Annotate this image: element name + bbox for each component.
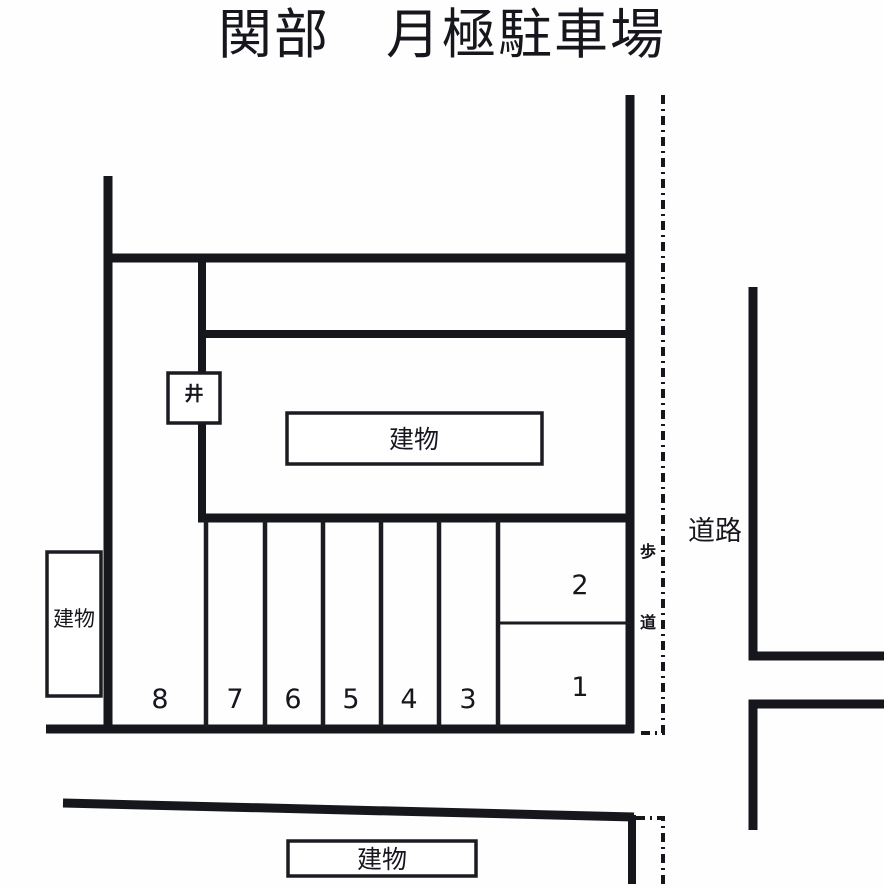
building-bottom-box — [286, 839, 478, 878]
building-center-label: 建物 — [389, 425, 439, 454]
page-title: 関部 月極駐車場 — [218, 3, 666, 66]
road-edge-upper-right — [748, 287, 884, 661]
stall-number-7: 7 — [226, 684, 243, 715]
sidewalk-label-char2: 道 — [640, 613, 656, 632]
road-edge-lower-right — [748, 699, 884, 830]
sidewalk-label-char1: 歩 — [640, 542, 656, 561]
building-left-label: 建物 — [53, 607, 95, 631]
well-label: 井 — [184, 383, 203, 405]
building-bottom-label: 建物 — [357, 845, 407, 874]
stall-number-1: 1 — [571, 672, 588, 703]
lower-street-line — [62, 798, 635, 822]
well-box — [166, 371, 222, 425]
road-label: 道路 — [688, 516, 742, 547]
stall-number-3: 3 — [459, 684, 476, 715]
stall-number-4: 4 — [400, 684, 417, 715]
sidewalk-boundary-upper — [636, 95, 665, 735]
building-center-box — [285, 411, 544, 466]
stall-number-2: 2 — [571, 570, 588, 601]
stall-number-5: 5 — [342, 684, 359, 715]
stall-number-8: 8 — [151, 684, 168, 715]
stall-number-6: 6 — [284, 684, 301, 715]
building-left-box — [45, 550, 103, 698]
sidewalk-boundary-lower — [636, 816, 665, 889]
